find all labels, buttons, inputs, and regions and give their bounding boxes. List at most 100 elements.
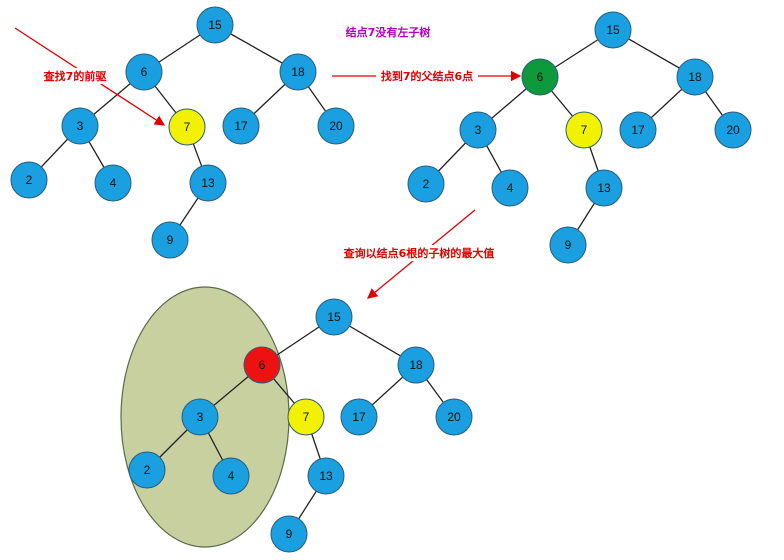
- node-circle: [307, 457, 345, 495]
- node-label: 9: [286, 527, 293, 541]
- tree-node-4: 4: [491, 169, 529, 207]
- node-circle: [151, 221, 189, 259]
- tree-node-7: 7: [565, 111, 603, 149]
- node-circle: [168, 108, 206, 146]
- tree-node-9: 9: [549, 226, 587, 264]
- caption-backing-2: [376, 68, 478, 84]
- node-label: 15: [606, 23, 620, 37]
- node-circle: [619, 111, 657, 149]
- node-label: 20: [447, 410, 461, 424]
- tree-node-17: 17: [222, 107, 260, 145]
- node-label: 17: [631, 123, 645, 137]
- diagram-title: 结点7没有左子树: [345, 25, 431, 39]
- node-circle: [61, 107, 99, 145]
- node-label: 17: [352, 410, 366, 424]
- tree-node-9: 9: [270, 515, 308, 553]
- tree-step3: 15 6 18 3 7 17 20 2 4 13 9: [128, 298, 473, 553]
- tree-node-2: 2: [407, 165, 445, 203]
- node-label: 15: [208, 18, 222, 32]
- node-label: 3: [197, 410, 204, 424]
- tree-node-13: 13: [585, 169, 623, 207]
- tree-node-15: 15: [196, 6, 234, 44]
- tree-node-2: 2: [128, 451, 166, 489]
- tree-node-20: 20: [435, 398, 473, 436]
- node-circle: [212, 457, 250, 495]
- tree-node-20: 20: [714, 111, 752, 149]
- node-circle: [407, 165, 445, 203]
- node-circle: [397, 346, 435, 384]
- tree-node-3: 3: [181, 398, 219, 436]
- node-label: 17: [234, 119, 248, 133]
- caption-find-predecessor: 查找7的前驱: [44, 69, 107, 83]
- node-circle: [491, 169, 529, 207]
- node-circle: [317, 107, 355, 145]
- node-circle: [196, 6, 234, 44]
- node-label: 20: [726, 123, 740, 137]
- node-circle: [594, 11, 632, 49]
- node-circle: [243, 346, 281, 384]
- node-label: 15: [327, 310, 341, 324]
- node-label: 13: [597, 181, 611, 195]
- tree-node-6: 6: [125, 53, 163, 91]
- caption-backing-3: [334, 245, 504, 261]
- node-label: 4: [228, 469, 235, 483]
- node-circle: [94, 164, 132, 202]
- tree-node-6: 6: [243, 346, 281, 384]
- node-label: 4: [507, 181, 514, 195]
- node-label: 3: [77, 119, 84, 133]
- node-label: 6: [259, 358, 266, 372]
- node-label: 3: [475, 123, 482, 137]
- caption-backing-1: [38, 68, 112, 84]
- node-circle: [565, 111, 603, 149]
- tree-node-18: 18: [676, 58, 714, 96]
- node-circle: [189, 164, 227, 202]
- tree-node-15: 15: [594, 11, 632, 49]
- node-circle: [270, 515, 308, 553]
- node-label: 2: [26, 173, 33, 187]
- node-circle: [181, 398, 219, 436]
- node-circle: [435, 398, 473, 436]
- node-label: 18: [688, 70, 702, 84]
- node-label: 2: [423, 177, 430, 191]
- node-circle: [287, 398, 325, 436]
- tree-node-3: 3: [459, 111, 497, 149]
- node-circle: [714, 111, 752, 149]
- tree-node-6: 6: [521, 58, 559, 96]
- node-circle: [676, 58, 714, 96]
- tree-node-4: 4: [94, 164, 132, 202]
- caption-query-max: 查询以结点6根的子树的最大值: [344, 246, 495, 260]
- node-circle: [315, 298, 353, 336]
- tree-node-4: 4: [212, 457, 250, 495]
- caption-found-parent: 找到7的父结点6点: [381, 69, 473, 83]
- tree-step1: 15 6 18 3 7 17 20 2 4 13 9: [10, 6, 355, 259]
- tree-node-13: 13: [189, 164, 227, 202]
- tree-node-18: 18: [279, 53, 317, 91]
- tree-node-18: 18: [397, 346, 435, 384]
- tree-node-15: 15: [315, 298, 353, 336]
- tree-node-7: 7: [287, 398, 325, 436]
- node-circle: [459, 111, 497, 149]
- node-label: 18: [409, 358, 423, 372]
- node-circle: [279, 53, 317, 91]
- tree-node-17: 17: [619, 111, 657, 149]
- node-circle: [521, 58, 559, 96]
- tree-node-20: 20: [317, 107, 355, 145]
- tree-node-9: 9: [151, 221, 189, 259]
- node-label: 7: [184, 120, 191, 134]
- tree-node-3: 3: [61, 107, 99, 145]
- node-label: 9: [565, 238, 572, 252]
- node-label: 4: [110, 176, 117, 190]
- node-label: 2: [144, 463, 151, 477]
- tree-node-17: 17: [340, 398, 378, 436]
- node-label: 13: [319, 469, 333, 483]
- tree-node-7: 7: [168, 108, 206, 146]
- node-label: 18: [291, 65, 305, 79]
- node-circle: [125, 53, 163, 91]
- node-label: 13: [201, 176, 215, 190]
- tree-node-2: 2: [10, 161, 48, 199]
- node-label: 7: [581, 123, 588, 137]
- node-circle: [128, 451, 166, 489]
- tree-step2: 15 6 18 3 7 17 20 2 4 13 9: [407, 11, 752, 264]
- node-label: 6: [537, 70, 544, 84]
